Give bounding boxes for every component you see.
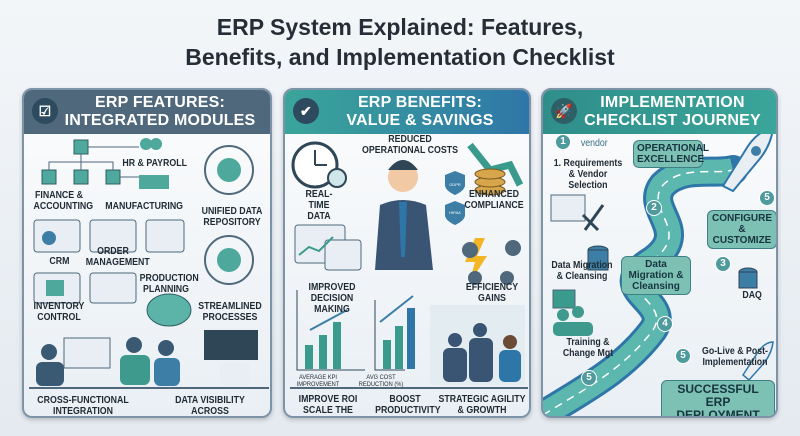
label-enhanced-compliance: ENHANCED COMPLIANCE [464, 189, 524, 211]
label-efficiency-gains: EFFICIENCY GAINS [465, 282, 519, 304]
step-marker-5: 5 [759, 190, 775, 206]
hipaa-badge: HIPAA [449, 210, 461, 215]
step-marker-3: 3 [715, 256, 731, 272]
step-training: Training & Change Mgt [562, 337, 614, 359]
label-improve-roi: IMPROVE ROI SCALE THE BUNSS [298, 394, 358, 416]
label-daq: DAQ [742, 290, 762, 301]
page-title: ERP System Explained: Features, Benefits… [185, 14, 615, 70]
label-boost-productivity: BOOST PRODUCTIVITY [375, 394, 441, 416]
bubble-configure-customize: CONFIGURE & CUSTOMIZE [707, 210, 776, 249]
step-requirements: 1. Requirements & Vendor Selection [553, 158, 623, 191]
label-manufacturing: MANUFACTURING [105, 201, 184, 212]
label-finance-accounting: FINANCE & ACCOUNTING [33, 190, 94, 212]
label-avg-cost-reduction: AVG COST REDUCTION (%) [358, 374, 404, 388]
step-marker-4: 4 [657, 316, 673, 332]
label-inventory-control: INVENTORY CONTROL [33, 301, 85, 323]
step-marker-7: 5 [581, 370, 597, 386]
step-marker-2: 2 [646, 200, 662, 216]
label-streamlined-processes: STREAMLINED PROCESSES [198, 301, 262, 323]
label-production-planning: PRODUCTION PLANNING [139, 273, 199, 295]
checkmark-chart-icon: ✔ [293, 98, 319, 124]
step-go-live: Go-Live & Post-Implementation [701, 346, 768, 368]
bubble-operational-excellence: OPERATIONAL EXCELLENCE [633, 140, 709, 168]
label-order-management: ORDER MANAGEMENT [85, 246, 150, 268]
label-strategic-agility: STRATEGIC AGILITY & GROWTH [438, 394, 526, 416]
bubble-successful-deployment: SUCCESSFUL ERP DEPLOYMENT [661, 380, 775, 416]
features-header: ☑ ERP FEATURES: INTEGRATED MODULES [24, 90, 270, 134]
step-marker-6: 5 [675, 348, 691, 364]
step-marker-1: 1 [555, 134, 571, 150]
label-unified-data-repository: UNIFIED DATA REPOSITORY [201, 206, 263, 228]
checklist-header: 🚀 IMPLEMENTATION CHECKLIST JOURNEY [543, 90, 776, 134]
benefits-panel: ✔ ERP BENEFITS: VALUE & SAVINGS GDPR HIP… [283, 88, 531, 418]
label-hr-payroll: HR & PAYROLL [122, 158, 187, 169]
benefits-illustration: GDPR HIPAA [290, 141, 528, 389]
clipboard-checklist-icon: ☑ [32, 98, 58, 124]
benefits-header: ✔ ERP BENEFITS: VALUE & SAVINGS [285, 90, 529, 134]
label-crm: CRM [49, 256, 70, 267]
label-improved-decision: IMPROVED DECISION MAKING [308, 282, 356, 315]
bubble-data-migration: Data Migration & Cleansing [621, 256, 691, 295]
label-data-visibility: DATA VISIBILITY ACROSS DEPARTMENTS [175, 395, 245, 417]
features-panel: ☑ ERP FEATURES: INTEGRATED MODULES HR & … [22, 88, 272, 418]
label-cross-functional: CROSS-FUNCTIONAL INTEGRATION [37, 395, 129, 417]
rocket-icon: 🚀 [551, 98, 577, 124]
label-real-time-data: REAL-TIME DATA [305, 189, 333, 222]
features-illustration [29, 138, 269, 389]
label-average-kpi: AVERAGE KPI IMPROVEMENT [296, 374, 340, 388]
gdpr-badge: GDPR [449, 182, 461, 187]
vendor-logo: vendor [580, 138, 608, 149]
label-reduced-costs: REDUCED OPERATIONAL COSTS [361, 134, 459, 156]
step-data-migration: Data Migration & Cleansing [551, 260, 613, 282]
